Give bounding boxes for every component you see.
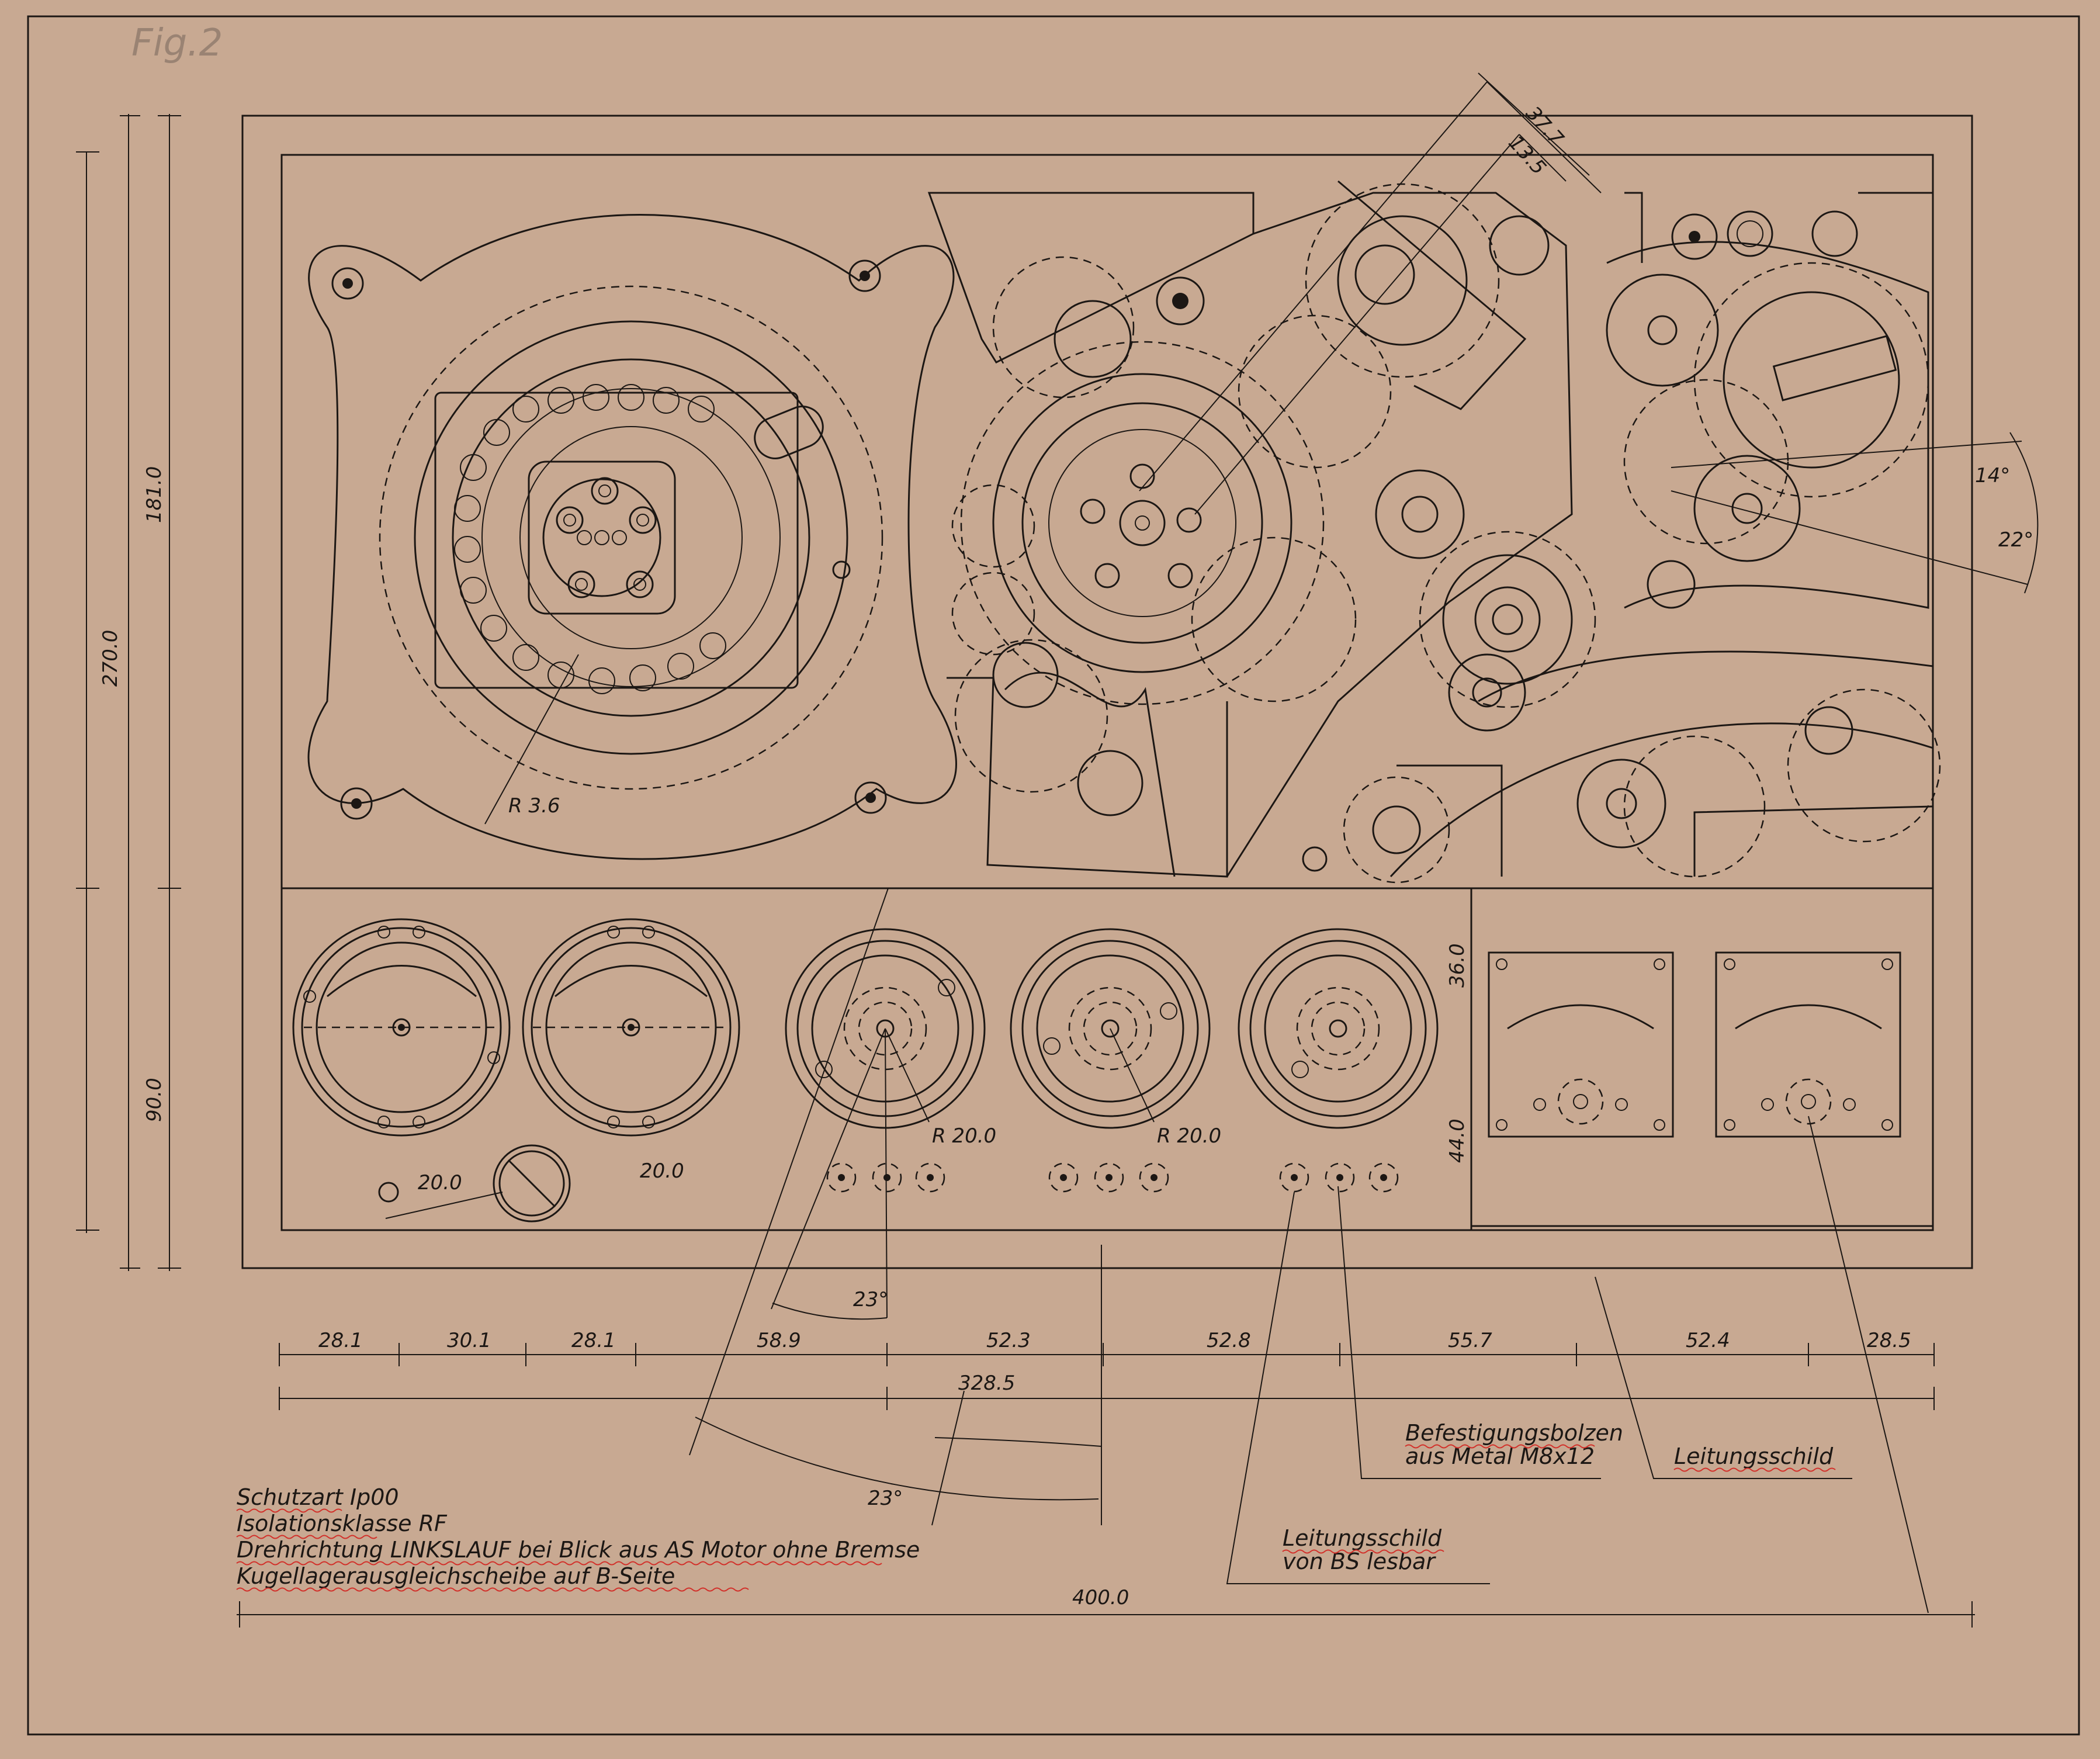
note-protection: Schutzart Ip00 xyxy=(237,1484,399,1510)
analog-meter-right xyxy=(522,918,740,1137)
dim-height-total: 270.0 xyxy=(99,630,122,687)
panel-meter-1 xyxy=(1488,951,1674,1138)
dim-segment-3: 28.1 xyxy=(571,1329,616,1352)
analog-meter-left xyxy=(292,918,511,1137)
dim-gauge-lower: 44.0 xyxy=(1446,1119,1469,1163)
panel-meter-2 xyxy=(1715,951,1901,1138)
dim-height-top: 181.0 xyxy=(143,466,166,523)
rotary-dial-2 xyxy=(1010,928,1211,1129)
dim-segment-7: 55.7 xyxy=(1448,1329,1492,1352)
dim-angle-lower-2: 23° xyxy=(868,1487,903,1510)
right-angle-dimension xyxy=(1671,432,2039,594)
dim-segment-8: 52.4 xyxy=(1686,1329,1730,1352)
dim-gauge-upper: 36.0 xyxy=(1446,943,1469,988)
note-insulation: Isolationsklasse RF xyxy=(237,1511,448,1536)
horizontal-dimension-chain xyxy=(237,1343,1975,1628)
indicator-holes xyxy=(826,1162,1399,1193)
dim-segment-9: 28.5 xyxy=(1867,1329,1911,1352)
small-knob xyxy=(378,1144,571,1223)
radius-leader-bearing xyxy=(484,654,579,825)
callout-plate-bs-line1: Leitungsschild xyxy=(1283,1525,1442,1551)
dim-width-total: 400.0 xyxy=(1072,1586,1129,1609)
dim-angle-lower-1: 23° xyxy=(853,1288,888,1311)
notes-squiggles xyxy=(236,1508,882,1592)
radius-leader-dial-2 xyxy=(1110,1028,1155,1123)
dim-angle-right-1: 14° xyxy=(1975,464,2010,487)
dim-bearing-radius: R 3.6 xyxy=(508,794,560,818)
spellcheck-marks xyxy=(1282,1444,1836,1554)
callout-bolt-line1: Befestigungsbolzen xyxy=(1405,1420,1623,1446)
dim-gauge-label: 20.0 xyxy=(640,1159,684,1183)
dim-width-middle: 328.5 xyxy=(958,1372,1015,1395)
dim-segment-1: 28.1 xyxy=(318,1329,363,1352)
note-bearing: Kugellagerausgleichscheibe auf B-Seite xyxy=(237,1563,675,1589)
ring-holes xyxy=(454,384,726,694)
outer-frame xyxy=(241,115,1973,1269)
left-dimensions xyxy=(76,114,181,1271)
dim-segment-6: 52.8 xyxy=(1207,1329,1251,1352)
motor-flange xyxy=(307,214,957,860)
corner-bolts xyxy=(331,259,887,820)
inner-frame xyxy=(280,154,1934,1231)
top-angled-dimensions xyxy=(1139,72,1602,515)
dim-segment-5: 52.3 xyxy=(986,1329,1031,1352)
callout-plate: Leitungsschild xyxy=(1674,1443,1834,1469)
radius-leader-dial-1 xyxy=(885,1028,930,1123)
dim-small-dial: 20.0 xyxy=(418,1171,462,1194)
dim-segment-2: 30.1 xyxy=(447,1329,491,1352)
rotary-dial-3 xyxy=(1238,928,1439,1129)
dim-segment-4: 58.9 xyxy=(757,1329,801,1352)
central-gear xyxy=(927,192,1325,878)
note-rotation: Drehrichtung LINKSLAUF bei Blick aus AS … xyxy=(237,1537,920,1563)
lower-angle-construction xyxy=(689,888,1102,1526)
bolt-circle xyxy=(556,477,657,598)
figure-label: Fig.2 xyxy=(131,22,223,65)
right-mechanism xyxy=(1191,180,1941,884)
rotary-dial-1 xyxy=(785,928,986,1129)
dim-angle-right-2: 22° xyxy=(1998,528,2033,552)
sheet-border xyxy=(27,15,2080,1736)
dim-height-bottom: 90.0 xyxy=(143,1078,166,1122)
dim-dial-radius-1: R 20.0 xyxy=(932,1124,996,1148)
dim-dial-radius-2: R 20.0 xyxy=(1157,1124,1221,1148)
callout-leaders xyxy=(1226,1116,1929,1613)
